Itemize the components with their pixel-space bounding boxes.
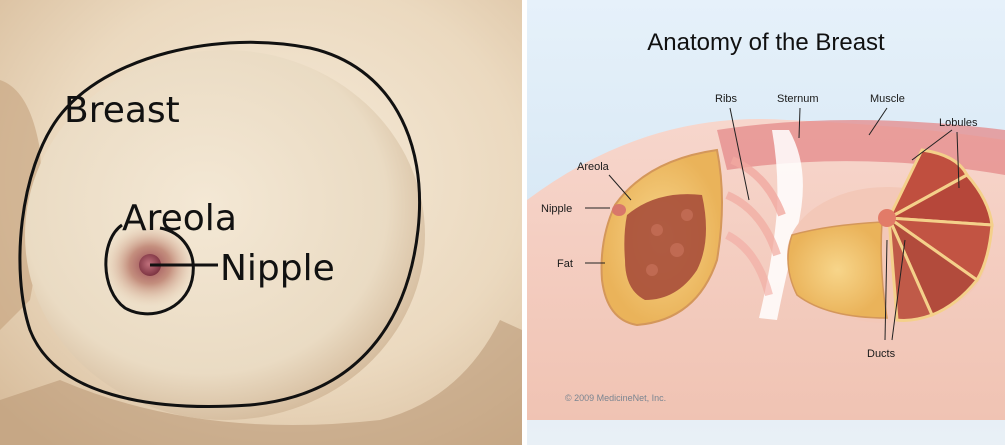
label-ducts: Ducts xyxy=(867,348,896,360)
label-muscle: Muscle xyxy=(870,93,905,105)
label-nipple: Nipple xyxy=(220,248,335,289)
label-nipple-right: Nipple xyxy=(541,203,572,215)
left-nipple xyxy=(612,204,626,216)
label-ribs: Ribs xyxy=(715,93,738,105)
lobule-cluster-4 xyxy=(681,209,693,221)
copyright-text: © 2009 MedicineNet, Inc. xyxy=(565,393,666,403)
breast-surface-figure: Breast Areola Nipple xyxy=(0,0,522,445)
right-nipple xyxy=(878,209,896,227)
breast-anatomy-illustration: Anatomy of the Breast Ribs Sternum Muscl… xyxy=(527,0,1005,445)
label-sternum: Sternum xyxy=(777,93,819,105)
label-areola: Areola xyxy=(122,198,237,239)
lobule-cluster-1 xyxy=(651,224,663,236)
breast-surface-illustration: Breast Areola Nipple xyxy=(0,0,522,445)
breast-anatomy-figure: Anatomy of the Breast Ribs Sternum Muscl… xyxy=(527,0,1005,445)
lobule-cluster-3 xyxy=(646,264,658,276)
label-lobules: Lobules xyxy=(939,117,978,129)
label-fat: Fat xyxy=(557,258,573,270)
lobule-cluster-2 xyxy=(670,243,684,257)
label-breast: Breast xyxy=(64,90,180,131)
label-areola-right: Areola xyxy=(577,161,610,173)
figure-title: Anatomy of the Breast xyxy=(647,29,885,56)
